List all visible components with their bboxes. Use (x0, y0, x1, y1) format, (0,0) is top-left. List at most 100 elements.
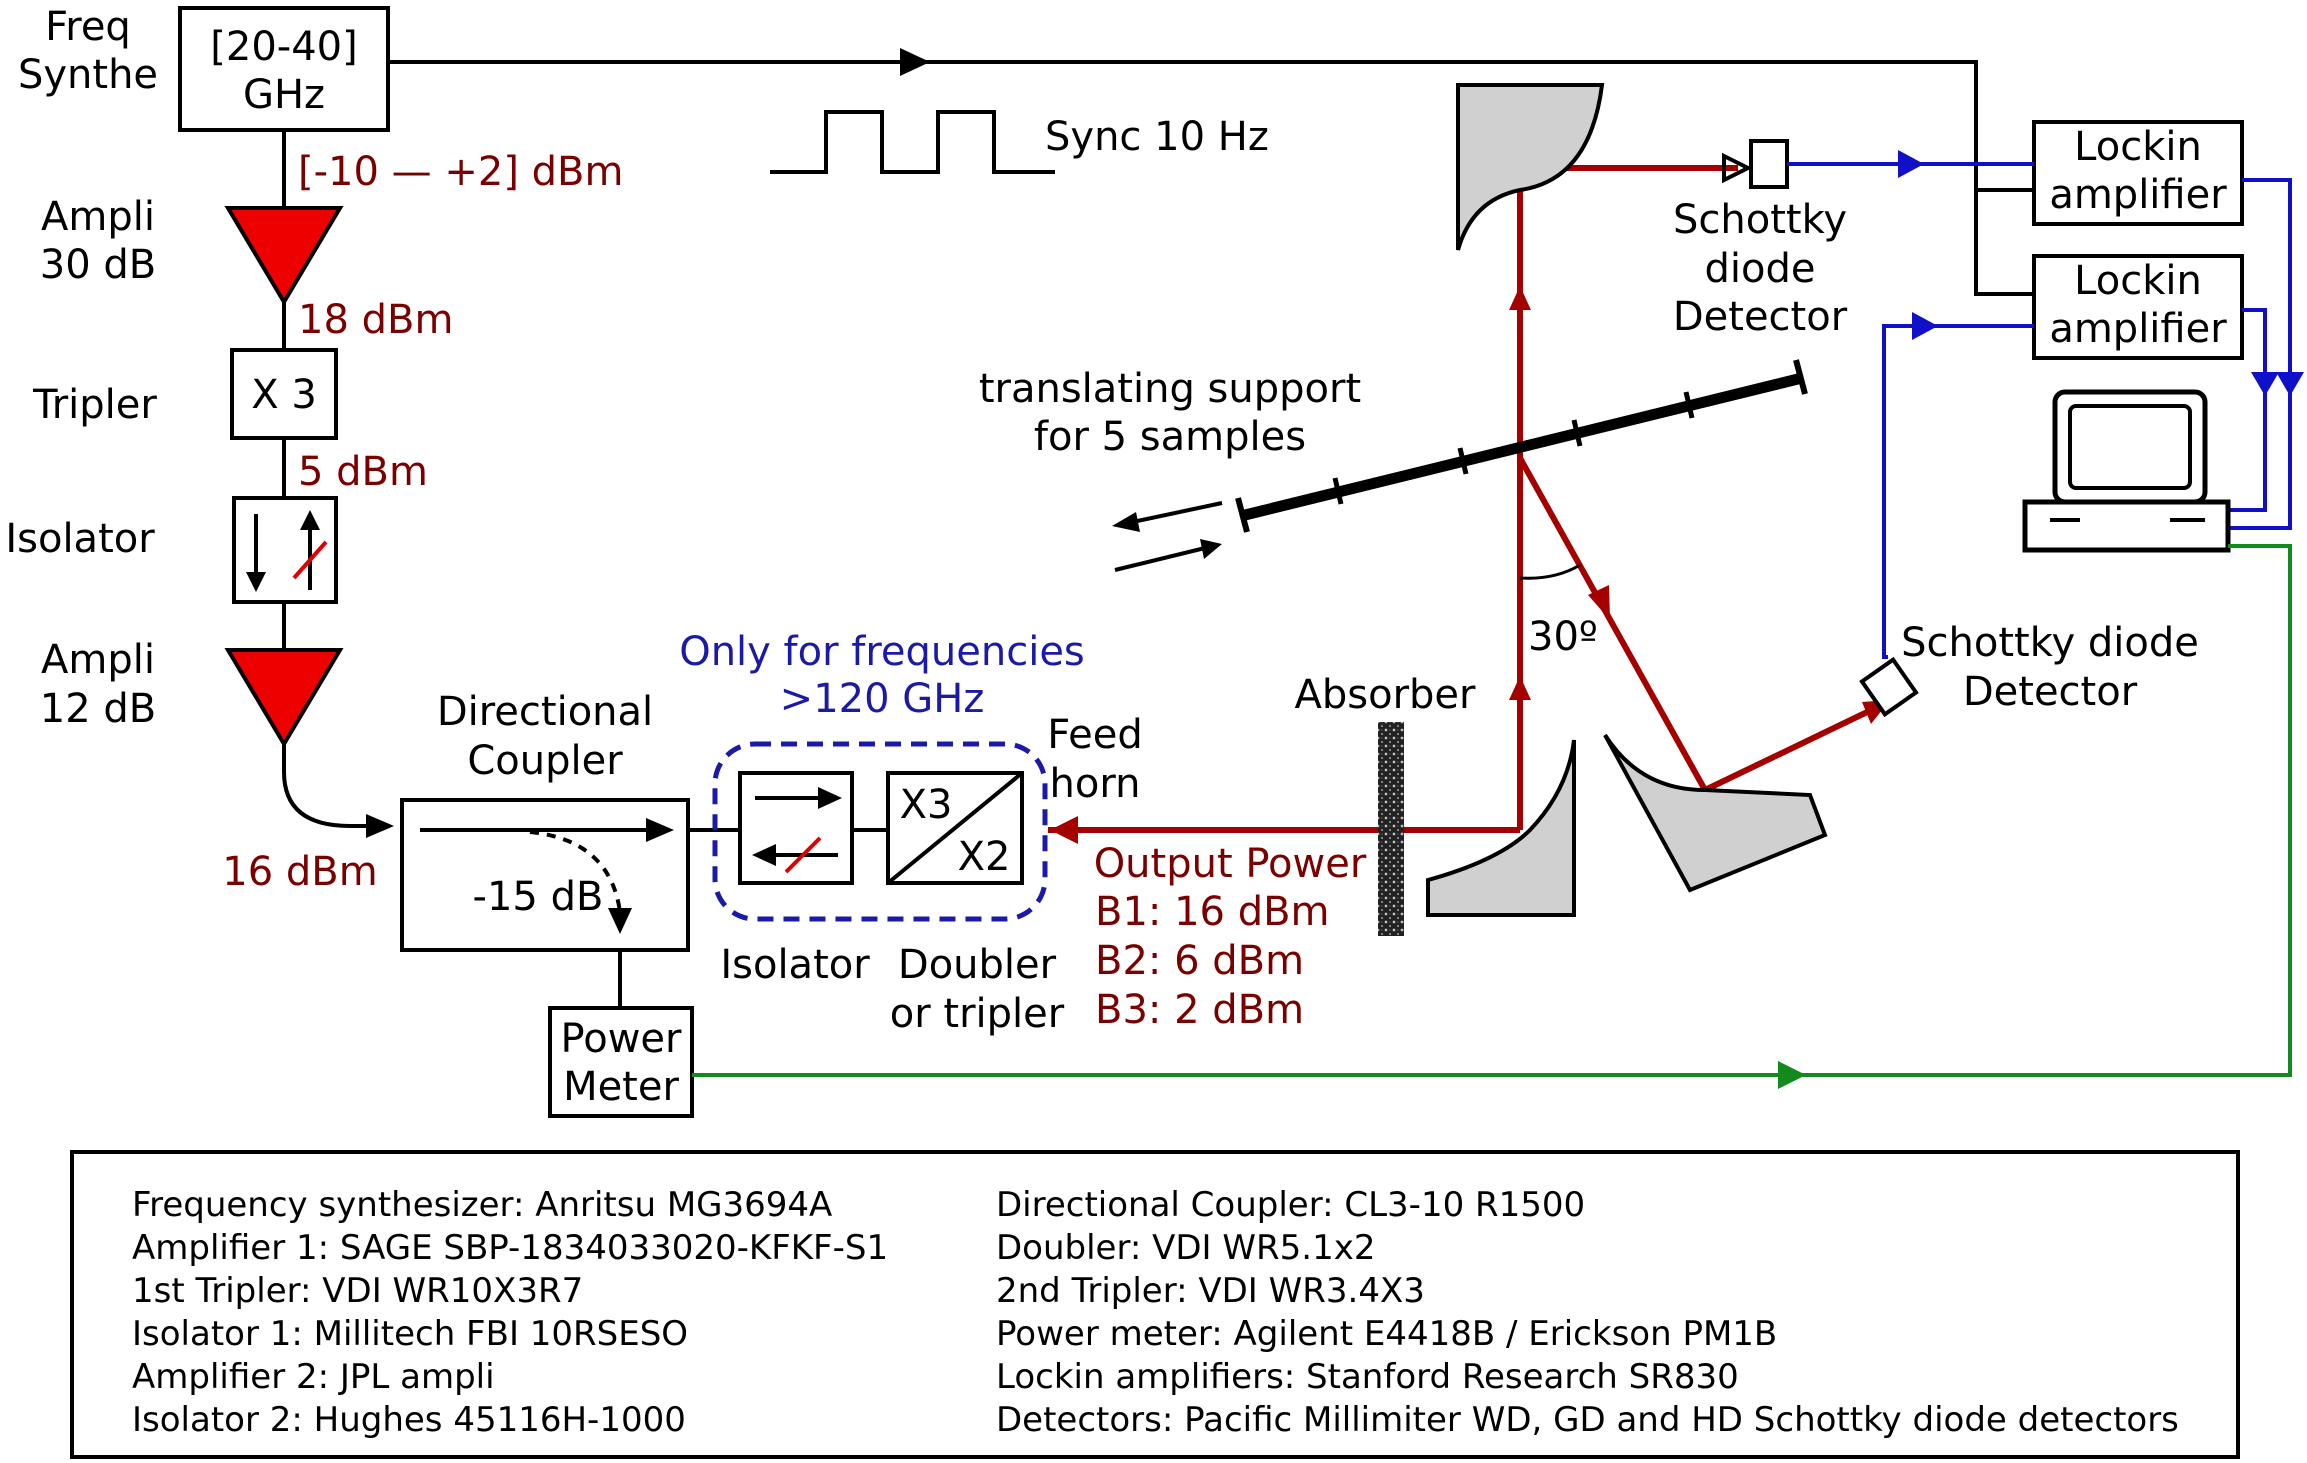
motion-arrow-left (1127, 501, 1223, 525)
sync-square-wave (770, 110, 1055, 174)
output-power-label: Output Power (1094, 841, 1367, 887)
ampli1-label-1: Ampli (41, 194, 155, 240)
lockin1-label-2: amplifier (2049, 172, 2227, 218)
tilted-parabolic-mirror (1603, 733, 1828, 893)
dircoupler-label-2: Coupler (467, 738, 623, 784)
motion-arrowhead-left (1112, 512, 1140, 532)
legend-right-item: Doubler: VDI WR5.1x2 (996, 1228, 1375, 1268)
multiplier-stage: Only for frequencies >120 GHz X3 X2 Isol… (679, 629, 1143, 1037)
beam-up-arrowhead-upper (1509, 286, 1531, 310)
ampli2-label-1: Ampli (41, 637, 155, 683)
schottky2-label-1: Schottky diode (1901, 620, 2199, 666)
only-for-frequencies-label: Only for frequencies (679, 629, 1085, 675)
band-b1-power: B1: 16 dBm (1095, 889, 1330, 935)
legend-right-item: Lockin amplifiers: Stanford Research SR8… (996, 1357, 1739, 1397)
quasi-optical-beam (1048, 152, 1890, 844)
legend-left-item: Amplifier 1: SAGE SBP-1834033020-KFKF-S1 (132, 1228, 888, 1268)
beam-to-second-detector (1703, 699, 1890, 793)
absorber (1378, 722, 1404, 936)
lockin-amplifier-1 (2032, 120, 2244, 226)
band-b2-power: B2: 6 dBm (1095, 938, 1304, 984)
power-meter-label-1: Power (561, 1016, 682, 1062)
isolator-1-up-arrowhead (300, 510, 320, 530)
band-b3-power: B3: 2 dBm (1095, 987, 1304, 1033)
ampli2-label-2: 12 dB (40, 686, 156, 732)
schottky-detector-2 (1859, 656, 1919, 718)
bottom-parabolic-mirror (1426, 739, 1576, 917)
detector-signal-wiring (1787, 150, 2304, 659)
isolator-2-forward-arrowhead (818, 787, 842, 809)
synth-power-label: [-10 — +2] dBm (298, 149, 623, 195)
mirrors (1426, 83, 1828, 917)
schottky1-label-3: Detector (1673, 294, 1848, 340)
freq-synth-label-1: Freq (45, 4, 131, 50)
powermeter-to-computer-wire (692, 544, 2292, 1077)
schottky2-label-2: Detector (1963, 669, 2138, 715)
legend-left-item: Isolator 1: Millitech FBI 10RSESO (132, 1314, 688, 1354)
powermeter-signal-arrowhead (1778, 1061, 1806, 1089)
feed-horn-label-2: horn (1050, 761, 1141, 807)
power-16-label: 16 dBm (222, 849, 377, 895)
schottky1-label-2: diode (1705, 246, 1816, 292)
beam-feed-arrowhead (1050, 816, 1078, 844)
support-tick-3 (1571, 419, 1583, 447)
beam-top-arrowhead (1722, 152, 1753, 184)
motion-arrowhead-right (1200, 539, 1222, 559)
lockin2-to-computer-wire (2228, 308, 2267, 512)
freq-synthesizer-box (178, 6, 390, 132)
power-meter-box (548, 1006, 694, 1118)
doubler-label-1: Doubler (898, 942, 1057, 988)
directional-coupler-group: Directional Coupler -15 dB Power Meter (400, 689, 694, 1118)
freq-synth-label-2: Synthe (18, 52, 158, 98)
beam-reflected-arrowhead (1588, 585, 1610, 620)
isolator-1-down-arrowhead (246, 572, 266, 592)
schottky1-label-1: Schottky (1673, 197, 1847, 243)
isolator-2-backward-arrowhead (752, 844, 776, 866)
sync-label: Sync 10 Hz (1045, 114, 1269, 160)
legend-right-item: Power meter: Agilent E4418B / Erickson P… (996, 1314, 1777, 1354)
angle-arc (1519, 563, 1581, 580)
isolator-2-block-mark (784, 836, 822, 874)
synth-range-label: [20-40] (210, 24, 357, 70)
lockin2-label-2: amplifier (2049, 306, 2227, 352)
dircoupler-label-1: Directional (437, 689, 653, 735)
legend-left-item: Isolator 2: Hughes 45116H-1000 (132, 1400, 686, 1440)
minus-15-db-label: -15 dB (473, 874, 604, 920)
computer-screen (2068, 404, 2192, 490)
support-end-left (1235, 497, 1250, 533)
lockin2-output-arrowhead (2251, 372, 2279, 396)
lockin-amplifier-2 (2032, 254, 2244, 360)
legend-box (70, 1150, 2240, 1459)
lockin1-output-arrowhead (2276, 372, 2304, 396)
top-parabolic-mirror (1456, 83, 1605, 251)
support-label-2: for 5 samples (1034, 414, 1306, 460)
sync-wire-arrowhead (900, 48, 930, 76)
support-tick-4 (1683, 391, 1695, 419)
legend-right-item: Directional Coupler: CL3-10 R1500 (996, 1185, 1585, 1225)
feed-horn-label-1: Feed (1047, 712, 1142, 758)
ampli1-label-2: 30 dB (40, 242, 156, 288)
synth-unit-label: GHz (243, 72, 325, 118)
multiplier-diagonal (886, 771, 1024, 885)
lockin2-label-1: Lockin (2074, 258, 2202, 304)
detector2-to-lockin2-wire (1882, 324, 2034, 659)
translating-support: translating support for 5 samples (979, 359, 1808, 572)
computer-base (2022, 499, 2231, 553)
ampli2-to-coupler-wire (282, 744, 372, 828)
lockin1-to-computer-wire (2228, 178, 2292, 530)
isolator-2-box (738, 771, 854, 885)
legend-left-item: Frequency synthesizer: Anritsu MG3694A (132, 1185, 832, 1225)
power-meter-wiring (692, 544, 2292, 1089)
support-tick-1 (1332, 477, 1344, 505)
isolator-2-label: Isolator (720, 942, 870, 988)
legend-left-item: Amplifier 2: JPL ampli (132, 1357, 495, 1397)
coupler-through-arrowhead (646, 818, 674, 842)
doubler-label-2: or tripler (890, 991, 1065, 1037)
power-meter-label-2: Meter (563, 1064, 679, 1110)
above-120ghz-label: >120 GHz (780, 676, 985, 722)
coupler-coupled-arrowhead (608, 908, 632, 934)
motion-arrow-right (1114, 546, 1206, 572)
equipment-legend: Frequency synthesizer: Anritsu MG3694A A… (70, 1150, 2240, 1459)
ampli2-to-coupler-arrowhead (366, 814, 394, 838)
